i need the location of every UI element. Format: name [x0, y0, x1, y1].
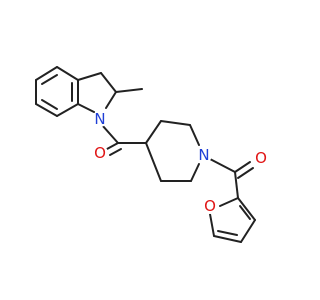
bond: [106, 142, 119, 150]
bond: [209, 158, 236, 173]
bond: [35, 66, 58, 81]
bond: [101, 124, 119, 144]
atom-o-carbonyl-2: O: [255, 149, 267, 167]
bond: [239, 205, 251, 220]
bond: [209, 213, 215, 237]
bond: [115, 88, 143, 93]
bond: [56, 66, 79, 81]
bond: [145, 120, 162, 144]
bond: [41, 74, 58, 85]
molecule-structure: N O N O O: [35, 66, 269, 243]
bond: [234, 161, 251, 173]
bond: [56, 103, 79, 117]
bond: [240, 219, 256, 243]
bond: [145, 142, 162, 182]
bond: [77, 72, 102, 81]
bond: [237, 197, 256, 221]
bond: [100, 72, 117, 93]
bond: [109, 148, 122, 156]
bond: [217, 230, 238, 236]
bond: [105, 91, 117, 109]
bond: [237, 167, 254, 179]
bond: [77, 103, 95, 113]
atom-n-piperidine: N: [198, 146, 209, 164]
bond: [160, 120, 191, 126]
atom-o-carbonyl-1: O: [94, 144, 106, 162]
atom-o-furan: O: [204, 197, 216, 215]
bond: [213, 235, 242, 243]
bond: [41, 99, 58, 110]
bond: [234, 171, 239, 199]
bond: [35, 103, 58, 117]
bond: [189, 124, 200, 146]
atom-n-indoline: N: [94, 110, 105, 128]
atom-layer: N O N O O: [92, 110, 269, 215]
molecule-canvas: N O N O O: [35, 66, 269, 243]
bond: [190, 163, 200, 182]
bond-layer: [35, 66, 256, 243]
bond: [219, 197, 239, 207]
